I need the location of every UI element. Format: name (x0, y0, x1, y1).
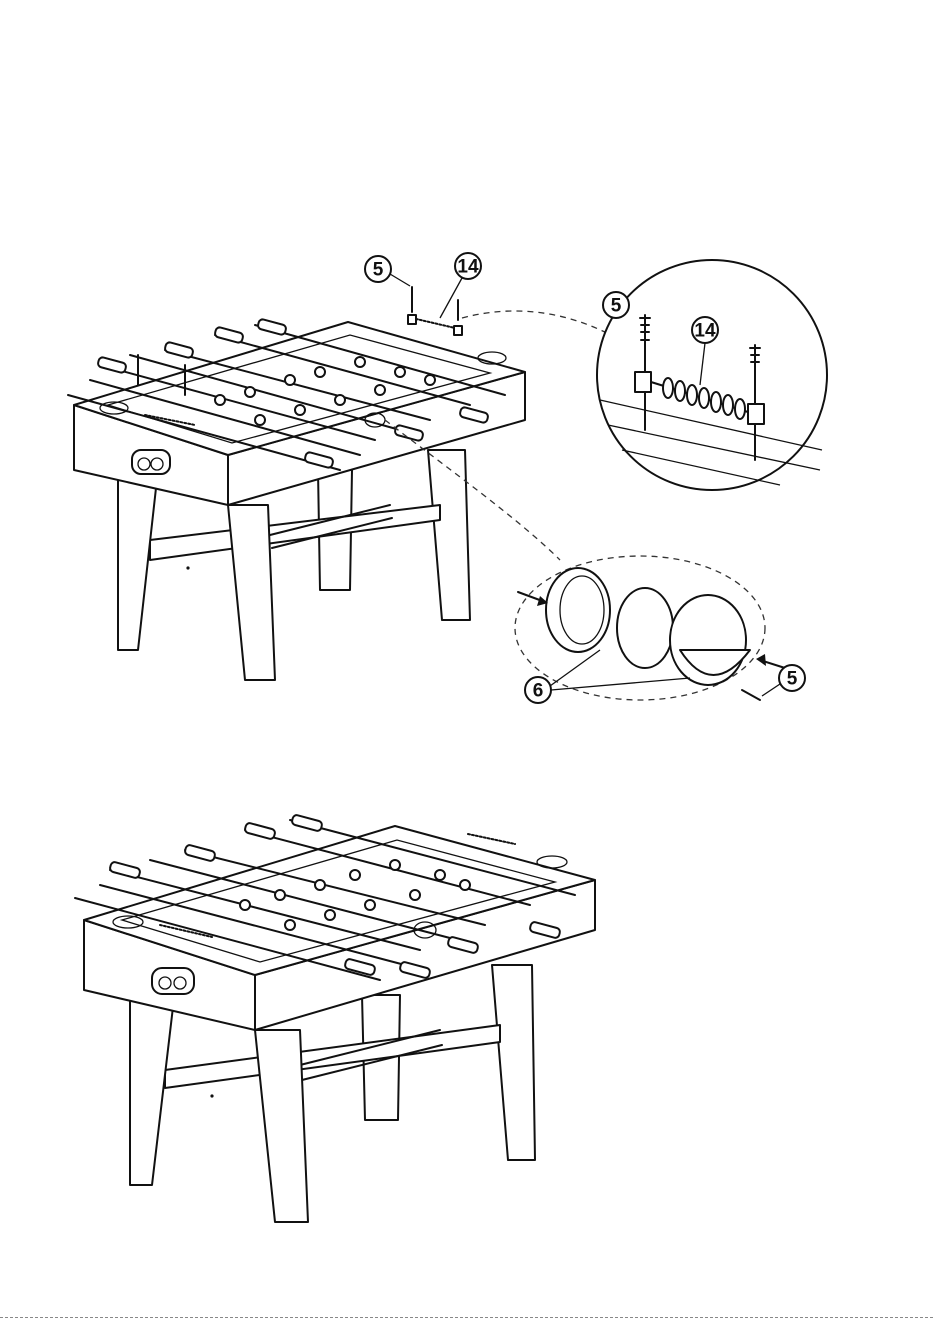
ring-front (546, 568, 610, 652)
svg-text:5: 5 (787, 669, 798, 690)
spring-rail-exploded (412, 318, 455, 328)
leg-front-left (255, 1030, 308, 1222)
callout-14-top: 14 (455, 253, 481, 279)
leg-front-right (428, 450, 470, 620)
svg-text:14: 14 (457, 257, 479, 278)
cup-holder (537, 856, 567, 868)
screw (412, 287, 458, 320)
svg-text:14: 14 (694, 321, 716, 342)
callout-5-top: 5 (365, 256, 391, 282)
stretcher-panel (150, 505, 440, 560)
leg-front-right (492, 965, 535, 1160)
detail-leader (462, 311, 620, 340)
spring-rail-detail: 5 14 (597, 260, 827, 490)
leg-front-left (228, 505, 275, 680)
callout-5-detail: 5 (603, 292, 629, 318)
goal-ring-detail: 6 5 (515, 556, 805, 703)
svg-text:6: 6 (533, 681, 544, 702)
ball-return-slot (152, 968, 194, 994)
page-edge (0, 1317, 933, 1324)
screw-detail (742, 690, 760, 700)
svg-text:5: 5 (373, 260, 384, 281)
callout-14-detail: 14 (692, 317, 718, 343)
callout-5-ring: 5 (779, 665, 805, 691)
table-exploded-view: 5 14 (68, 253, 525, 680)
table-assembled-view (75, 814, 595, 1222)
ring-plate (617, 588, 673, 668)
spring-rail-installed (468, 834, 515, 844)
callout-6: 6 (525, 677, 551, 703)
svg-text:5: 5 (611, 296, 622, 317)
